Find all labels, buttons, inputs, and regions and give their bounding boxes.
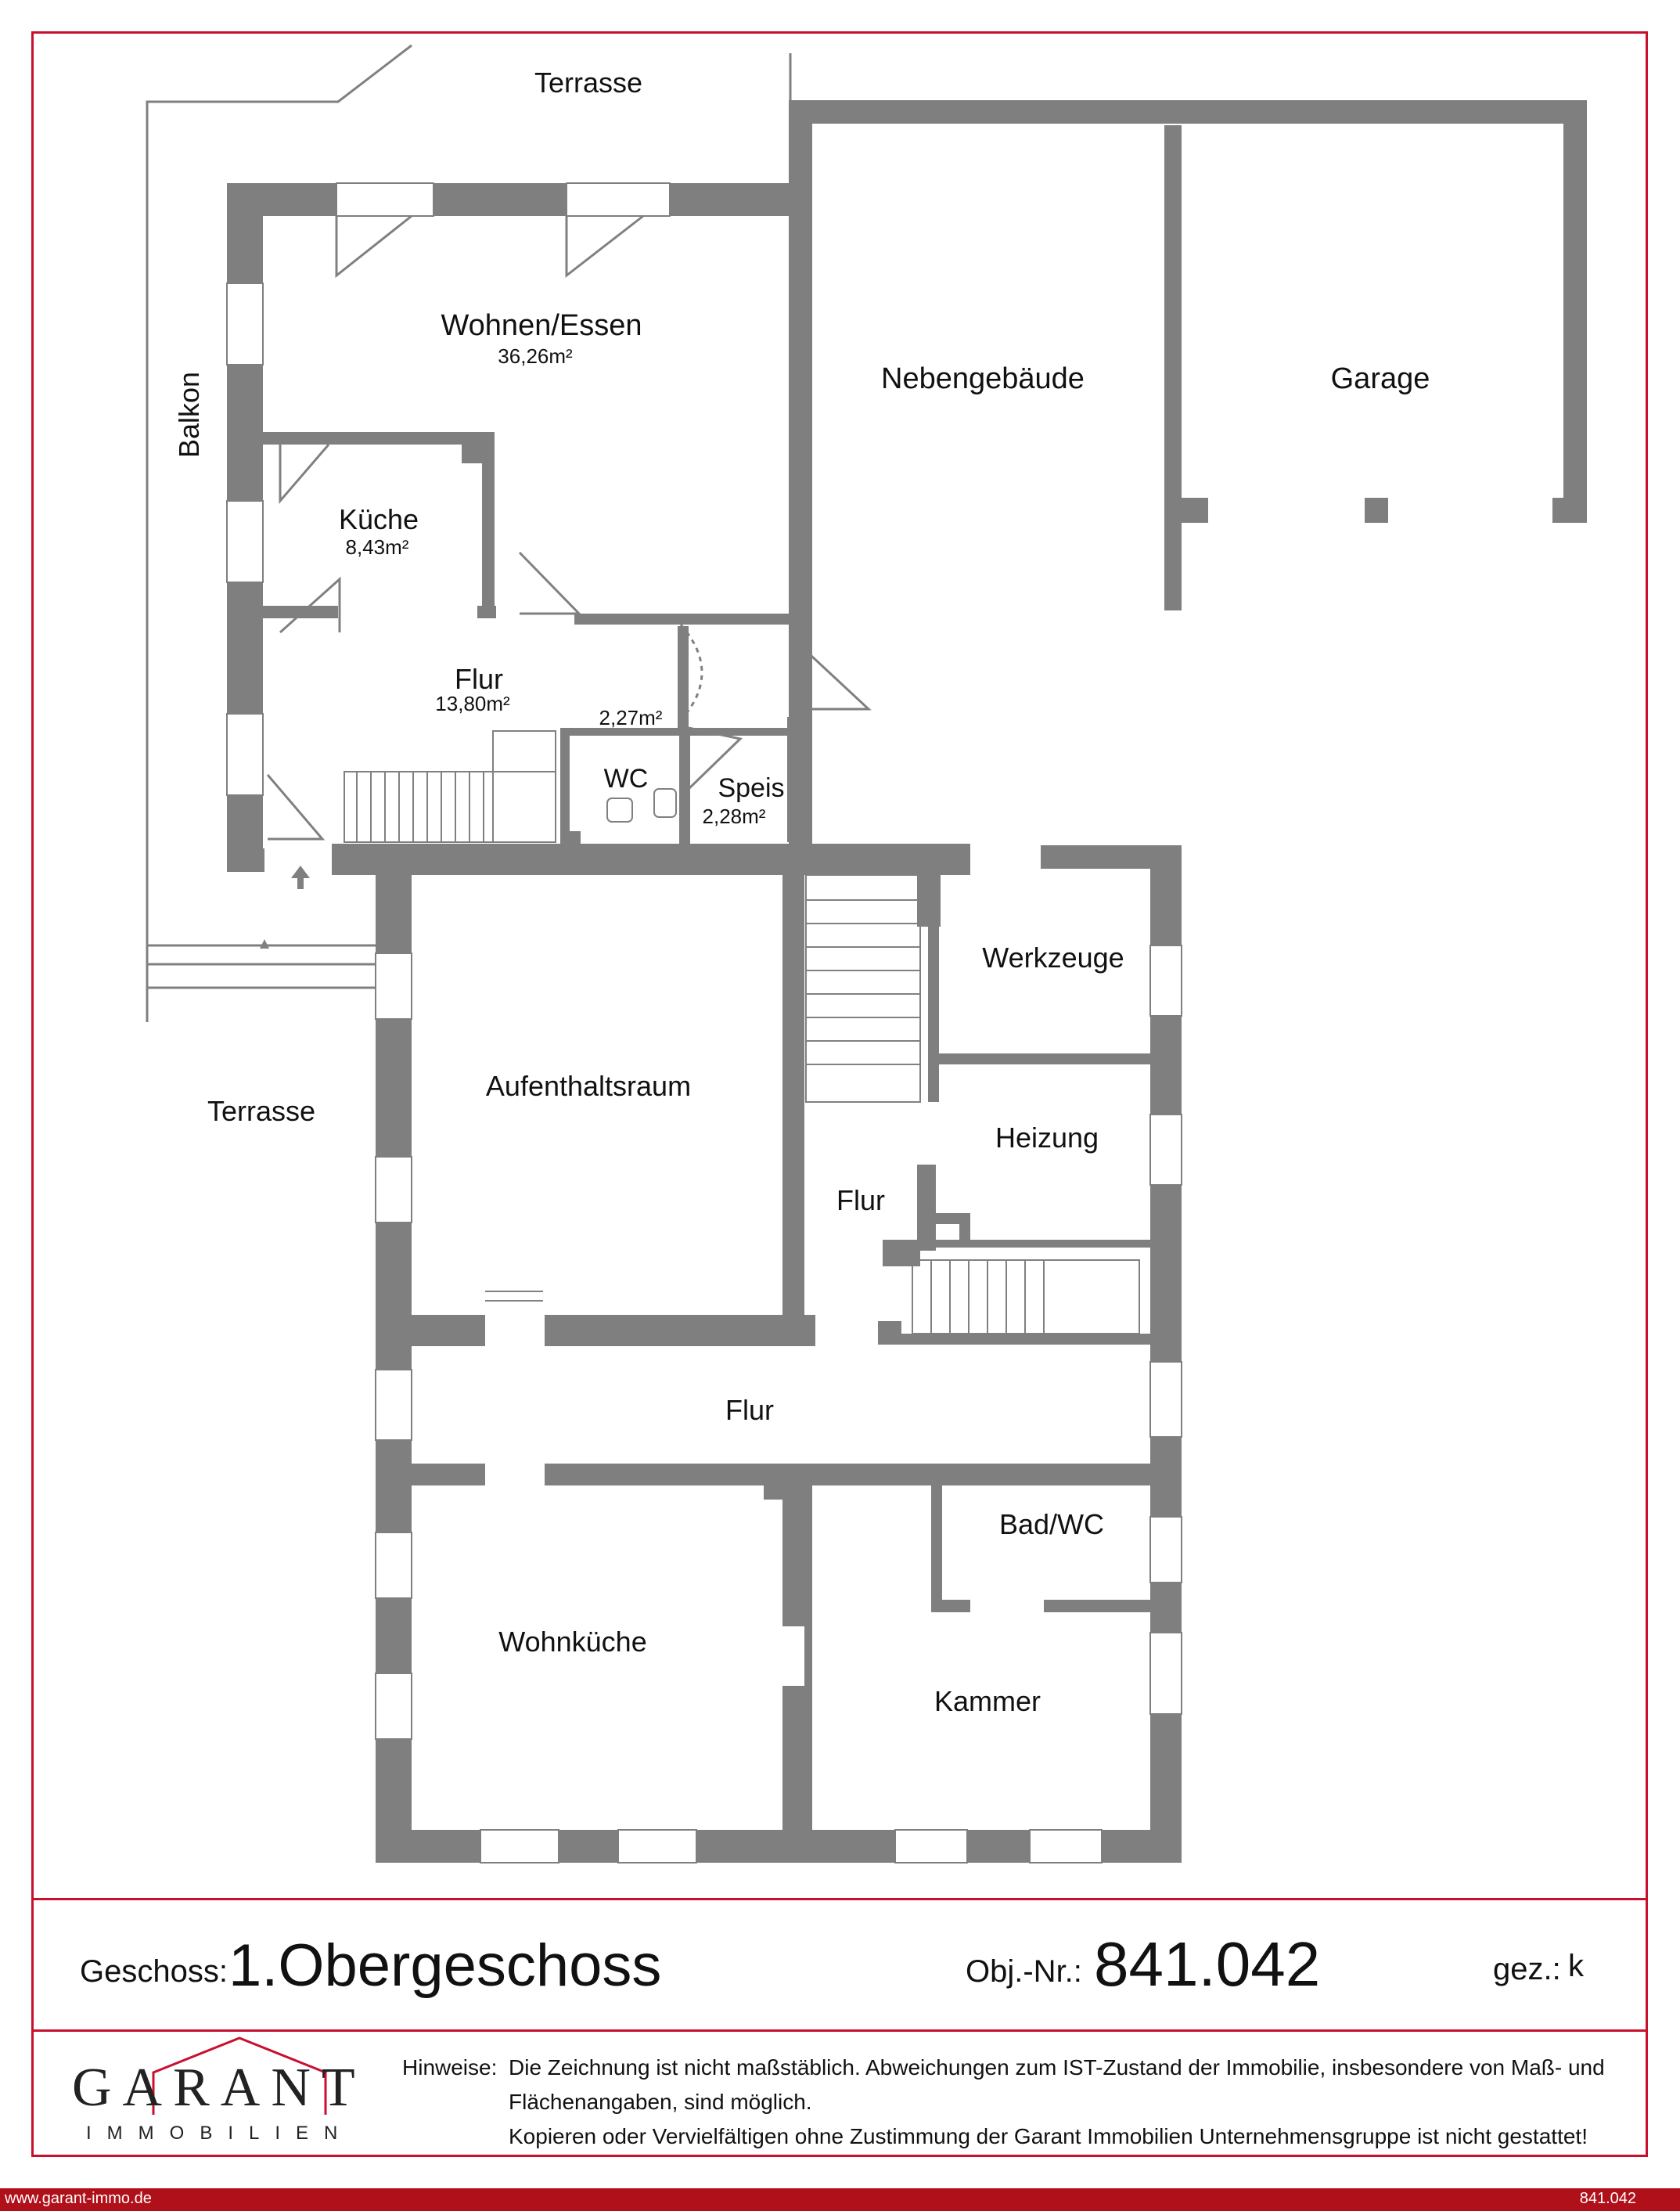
disclaimer-line-2: Flächenangaben, sind möglich. bbox=[509, 2090, 812, 2114]
floor-plan: Terrasse Wohnen/Essen 36,26m² Balkon Küc… bbox=[146, 44, 1587, 1864]
label-flur-2: Flur bbox=[836, 1184, 885, 1216]
disclaimer-line-3: Kopieren oder Vervielfältigen ohne Zusti… bbox=[509, 2124, 1588, 2148]
label-wohnkueche: Wohnküche bbox=[498, 1626, 646, 1658]
label-wc: WC bbox=[604, 764, 649, 794]
bottom-bar bbox=[0, 2188, 1680, 2211]
disclaimer-line-1: Die Zeichnung ist nicht maßstäblich. Abw… bbox=[509, 2055, 1605, 2080]
drawn-by-label: gez.: bbox=[1493, 1952, 1561, 1986]
entry-arrows bbox=[260, 866, 310, 949]
label-wc-area: 2,27m² bbox=[599, 706, 663, 729]
object-number-value: 841.042 bbox=[1094, 1929, 1321, 1999]
disclaimer-body: Die Zeichnung ist nicht maßstäblich. Abw… bbox=[509, 2051, 1651, 2154]
label-kueche: Küche bbox=[339, 503, 419, 535]
label-speis: Speis bbox=[718, 773, 784, 803]
frame-top bbox=[31, 31, 1648, 34]
disclaimer-label: Hinweise: bbox=[402, 2055, 498, 2080]
label-wohnen-essen: Wohnen/Essen bbox=[441, 309, 642, 342]
wc-fixtures bbox=[606, 788, 677, 823]
stairs bbox=[344, 730, 1140, 1334]
label-flur-3: Flur bbox=[725, 1394, 774, 1426]
frame-left bbox=[31, 31, 34, 2157]
logo-name: GARANT bbox=[72, 2058, 366, 2118]
frame-right bbox=[1646, 31, 1648, 2157]
garant-logo: GARANT IMMOBILIEN bbox=[67, 2026, 355, 2148]
drawn-by-value: k bbox=[1568, 1949, 1584, 1983]
label-bad-wc: Bad/WC bbox=[999, 1508, 1104, 1540]
geschoss-label: Geschoss: bbox=[80, 1954, 228, 1989]
frame-divider-footer bbox=[31, 2029, 1648, 2032]
label-kueche-area: 8,43m² bbox=[346, 535, 409, 559]
label-nebengebaeude: Nebengebäude bbox=[881, 362, 1085, 395]
geschoss-value: 1.Obergeschoss bbox=[228, 1932, 662, 1999]
logo-roof-icon bbox=[152, 2036, 327, 2115]
label-balkon: Balkon bbox=[173, 372, 205, 458]
label-terrace-left: Terrasse bbox=[207, 1095, 315, 1127]
website-link[interactable]: www.garant-immo.de bbox=[5, 2190, 152, 2207]
frame-bottom bbox=[31, 2155, 1648, 2157]
bottom-object-code: 841.042 bbox=[1579, 2190, 1636, 2207]
label-flur-1-area: 13,80m² bbox=[435, 692, 510, 715]
label-aufenthaltsraum: Aufenthaltsraum bbox=[486, 1070, 691, 1102]
label-werkzeuge: Werkzeuge bbox=[982, 942, 1124, 974]
label-terrace-top: Terrasse bbox=[534, 67, 642, 99]
windows bbox=[226, 182, 1182, 1864]
label-flur-1: Flur bbox=[455, 663, 503, 695]
label-kammer: Kammer bbox=[934, 1685, 1041, 1717]
room-labels: Terrasse Wohnen/Essen 36,26m² Balkon Küc… bbox=[173, 67, 1430, 1717]
logo-subtitle: IMMOBILIEN bbox=[86, 2123, 354, 2144]
label-speis-area: 2,28m² bbox=[703, 805, 766, 828]
frame-divider-plan bbox=[31, 1898, 1648, 1900]
label-garage: Garage bbox=[1331, 362, 1430, 395]
label-wohnen-area: 36,26m² bbox=[498, 344, 573, 368]
object-number-label: Obj.-Nr.: bbox=[966, 1954, 1082, 1989]
outlines bbox=[146, 44, 872, 1022]
label-heizung: Heizung bbox=[995, 1122, 1099, 1154]
